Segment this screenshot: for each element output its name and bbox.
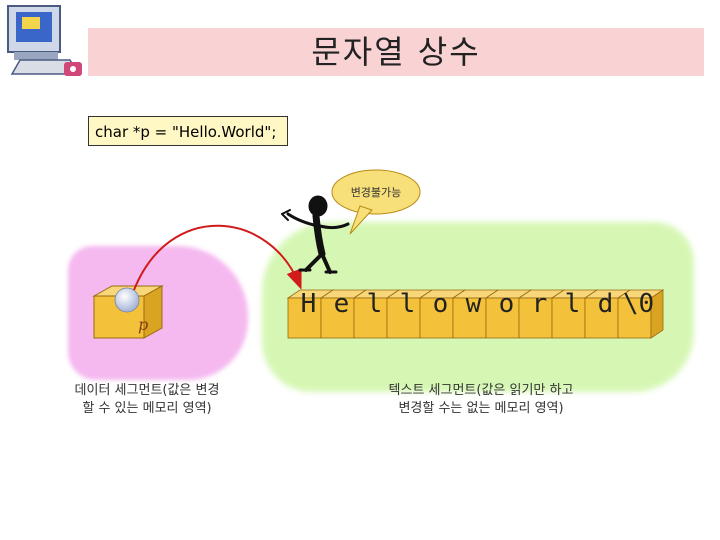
slide-title: 문자열 상수 — [311, 33, 481, 71]
data-segment-caption-line1: 데이터 세그먼트(값은 변경 — [74, 383, 220, 398]
pointer-arrow — [133, 224, 302, 291]
text-segment-caption-line1: 텍스트 세그먼트(값은 읽기만 하고 — [388, 383, 574, 398]
string-cell-char: \0 — [623, 289, 654, 319]
string-cell — [286, 289, 335, 339]
string-cell-char: w — [466, 289, 482, 319]
speech-bubble — [331, 169, 421, 235]
string-cell-char: l — [400, 289, 416, 319]
stick-figure-icon — [281, 195, 350, 274]
string-cell-char: o — [433, 289, 449, 319]
text-segment-caption-line2: 변경할 수는 없는 메모리 영역) — [398, 401, 564, 416]
string-cell — [451, 289, 500, 339]
string-cell-char: l — [367, 289, 383, 319]
string-cell — [550, 289, 599, 339]
string-cell — [517, 289, 566, 339]
data-segment-caption: 데이터 세그먼트(값은 변경 할 수 있는 메모리 영역) — [52, 382, 242, 418]
string-cell — [616, 289, 665, 339]
pointer-variable-box — [92, 285, 164, 339]
computer-logo-icon — [7, 5, 82, 76]
text-segment-caption: 텍스트 세그먼트(값은 읽기만 하고 변경할 수는 없는 메모리 영역) — [356, 382, 606, 418]
string-cell — [583, 289, 632, 339]
title-bar — [88, 28, 704, 76]
speech-bubble-text: 변경불가능 — [351, 186, 402, 199]
string-cell — [484, 289, 533, 339]
string-cell-char: o — [499, 289, 515, 319]
code-snippet: char *p = "Hello.World"; — [88, 116, 288, 146]
string-cell — [418, 289, 467, 339]
string-cell-char: r — [532, 289, 548, 319]
string-cell-char: d — [598, 289, 614, 319]
string-cell-char: H — [301, 289, 317, 319]
string-cell-char: e — [334, 289, 350, 319]
pointer-label: p — [138, 315, 148, 334]
string-cell-char: l — [565, 289, 581, 319]
data-segment-caption-line2: 할 수 있는 메모리 영역) — [82, 401, 212, 416]
string-cell — [352, 289, 401, 339]
